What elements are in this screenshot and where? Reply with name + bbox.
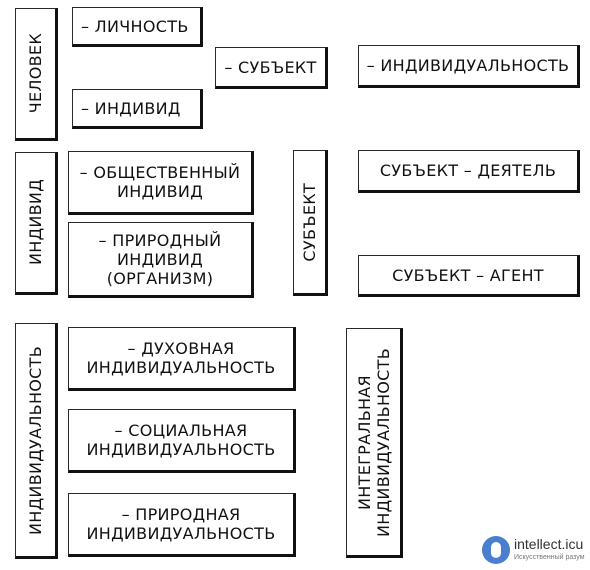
subekt-agent-box: СУБЪЕКТ – АГЕНТ bbox=[358, 255, 580, 297]
watermark[interactable]: intellect.icu Искусственный разум bbox=[482, 534, 586, 566]
subekt-agent-text: СУБЪЕКТ – АГЕНТ bbox=[392, 265, 544, 285]
obshchestvenny-individ-box: – ОБЩЕСТВЕННЫЙ ИНДИВИД bbox=[68, 151, 254, 215]
individualnost-text: ИНДИВИДУАЛЬНОСТЬ bbox=[26, 345, 45, 535]
prirodny-individ-box: – ПРИРОДНЫЙ ИНДИВИД (ОРГАНИЗМ) bbox=[68, 222, 254, 298]
chelovek-text: ЧЕЛОВЕК bbox=[26, 33, 45, 114]
integral-individualnost-text: ИНТЕГРАЛЬНАЯ ИНДИВИДУАЛЬНОСТЬ bbox=[354, 347, 393, 537]
watermark-name: intellect.icu bbox=[514, 536, 584, 552]
individ-box: – ИНДИВИД bbox=[72, 89, 203, 129]
subekt-label: СУБЪЕКТ bbox=[293, 150, 328, 296]
subekt-box-text: – СУБЪЕКТ bbox=[224, 57, 317, 77]
sotsialnaya-individualnost-box: – СОЦИАЛЬНАЯ ИНДИВИДУАЛЬНОСТЬ bbox=[68, 409, 296, 473]
prirodnaya-individualnost-text: – ПРИРОДНАЯ ИНДИВИДУАЛЬНОСТЬ bbox=[86, 505, 276, 543]
lichnost-box: – ЛИЧНОСТЬ bbox=[72, 7, 203, 47]
dukhovnaya-individualnost-text: – ДУХОВНАЯ ИНДИВИДУАЛЬНОСТЬ bbox=[86, 339, 276, 377]
individualnost-box: – ИНДИВИДУАЛЬНОСТЬ bbox=[358, 45, 580, 88]
brain-logo-icon bbox=[482, 536, 510, 564]
subekt-text: СУБЪЕКТ bbox=[300, 182, 319, 262]
prirodnaya-individualnost-box: – ПРИРОДНАЯ ИНДИВИДУАЛЬНОСТЬ bbox=[68, 493, 296, 557]
individ-box-text: – ИНДИВИД bbox=[81, 98, 181, 118]
prirodny-individ-text: – ПРИРОДНЫЙ ИНДИВИД (ОРГАНИЗМ) bbox=[98, 230, 222, 288]
individ-text: ИНДИВИД bbox=[26, 179, 45, 266]
integral-individualnost-label: ИНТЕГРАЛЬНАЯ ИНДИВИДУАЛЬНОСТЬ bbox=[346, 328, 403, 558]
subekt-deyatel-box: СУБЪЕКТ – ДЕЯТЕЛЬ bbox=[358, 150, 580, 193]
lichnost-text: – ЛИЧНОСТЬ bbox=[81, 16, 189, 36]
obshchestvenny-individ-text: – ОБЩЕСТВЕННЫЙ ИНДИВИД bbox=[79, 163, 241, 201]
chelovek-label: ЧЕЛОВЕК bbox=[15, 8, 58, 141]
individualnost-label: ИНДИВИДУАЛЬНОСТЬ bbox=[15, 323, 58, 559]
sotsialnaya-individualnost-text: – СОЦИАЛЬНАЯ ИНДИВИДУАЛЬНОСТЬ bbox=[86, 421, 276, 459]
dukhovnaya-individualnost-box: – ДУХОВНАЯ ИНДИВИДУАЛЬНОСТЬ bbox=[68, 327, 296, 391]
watermark-tagline: Искусственный разум bbox=[514, 554, 585, 561]
individ-label: ИНДИВИД bbox=[15, 152, 58, 295]
subekt-deyatel-text: СУБЪЕКТ – ДЕЯТЕЛЬ bbox=[379, 161, 557, 180]
individualnost-box-text: – ИНДИВИДУАЛЬНОСТЬ bbox=[366, 56, 570, 75]
subekt-box: – СУБЪЕКТ bbox=[215, 47, 328, 89]
